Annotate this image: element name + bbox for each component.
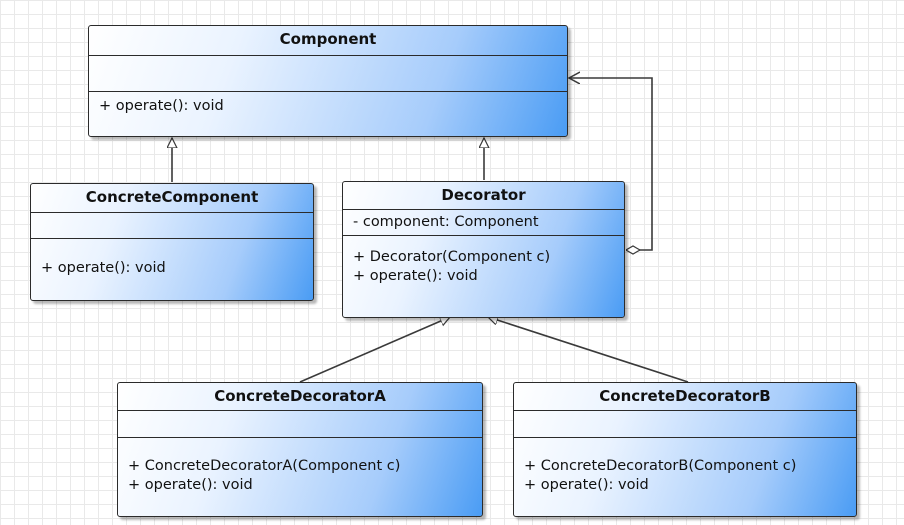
class-decorator-name: Decorator: [441, 186, 526, 204]
operation-operate: + operate(): void: [353, 268, 478, 284]
class-decorator[interactable]: Decorator - component: Component + Decor…: [342, 181, 625, 318]
class-concrete-component-name: ConcreteComponent: [31, 184, 313, 213]
operation-operate: + operate(): void: [128, 477, 253, 493]
operation-operate: + operate(): void: [524, 477, 649, 493]
class-decorator-operations: + Decorator(Component c) + operate(): vo…: [343, 236, 624, 317]
class-concrete-decorator-b-attributes: [514, 411, 856, 438]
operation-operate: + operate(): void: [99, 98, 224, 114]
class-concrete-component[interactable]: ConcreteComponent + operate(): void: [30, 183, 314, 301]
aggregation-decorator-to-component: [569, 78, 653, 250]
generalization-concretedecoratorb-to-decorator: [488, 317, 689, 383]
operation-concretedecoratorb-constructor: + ConcreteDecoratorB(Component c): [524, 458, 797, 474]
operation-decorator-constructor: + Decorator(Component c): [353, 249, 551, 265]
class-concrete-decorator-a[interactable]: ConcreteDecoratorA + ConcreteDecoratorA(…: [117, 382, 483, 517]
class-concrete-decorator-a-attributes: [118, 411, 482, 438]
class-component-attributes: [89, 56, 567, 92]
operation-concretedecoratora-constructor: + ConcreteDecoratorA(Component c): [128, 458, 401, 474]
class-concrete-component-attributes: [31, 213, 313, 239]
class-concrete-decorator-a-operations: + ConcreteDecoratorA(Component c) + oper…: [118, 438, 482, 516]
operation-operate: + operate(): void: [41, 260, 166, 276]
class-concrete-component-operations: + operate(): void: [31, 239, 313, 300]
class-concrete-decorator-a-name: ConcreteDecoratorA: [118, 383, 482, 411]
generalization-concretedecoratora-to-decorator: [299, 317, 450, 383]
class-decorator-attributes: - component: Component: [343, 209, 624, 236]
class-component[interactable]: Component + operate(): void: [88, 25, 568, 137]
class-component-name: Component: [89, 26, 567, 56]
class-concrete-decorator-b-name: ConcreteDecoratorB: [514, 383, 856, 411]
class-component-operations: + operate(): void: [89, 92, 567, 136]
class-concrete-decorator-b[interactable]: ConcreteDecoratorB + ConcreteDecoratorB(…: [513, 382, 857, 517]
class-concrete-decorator-b-operations: + ConcreteDecoratorB(Component c) + oper…: [514, 438, 856, 516]
attribute-component: - component: Component: [353, 214, 539, 230]
